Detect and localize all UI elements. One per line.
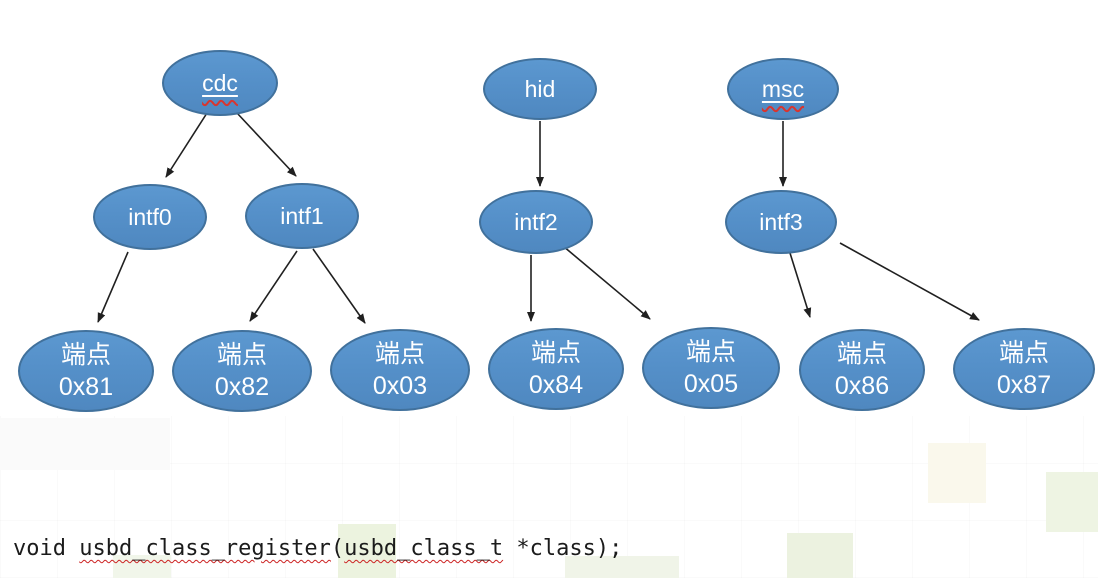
endpoint-node-0x84: 端点 0x84: [488, 328, 624, 410]
background-cell: [0, 418, 170, 470]
edge-intf0-0x81: [97, 251, 129, 323]
edge-intf1-0x82: [249, 250, 298, 322]
edge-cdc-intf1: [236, 112, 297, 177]
endpoint-node-0x03: 端点 0x03: [330, 329, 470, 411]
interface-node-intf1-label: intf1: [280, 202, 324, 229]
code-block: void usbd_class_register(usbd_class_t *c…: [13, 474, 1093, 578]
endpoint-node-0x82: 端点 0x82: [172, 330, 312, 412]
edge-intf3-0x86: [789, 252, 812, 318]
endpoint-label-cn: 端点: [374, 340, 425, 368]
interface-node-intf2-label: intf2: [514, 208, 558, 235]
endpoint-label-cn: 端点: [60, 341, 111, 369]
endpoint-label-cn: 端点: [685, 338, 736, 366]
spellcheck-squiggle: msc: [762, 76, 804, 103]
background-cell: [1046, 472, 1098, 532]
code-args: *class);: [503, 536, 623, 561]
endpoint-label-cn: 端点: [216, 341, 267, 369]
interface-node-intf1: intf1: [245, 183, 359, 249]
code-identifier: usbd_class_register: [79, 536, 331, 561]
background-cell: [565, 556, 679, 578]
edge-intf2-0x05: [562, 245, 651, 320]
class-node-hid-label: hid: [524, 75, 556, 102]
edge-intf1-0x03: [312, 248, 366, 324]
endpoint-label-addr: 0x05: [683, 370, 739, 398]
endpoint-label-cn: 端点: [530, 339, 581, 367]
background-cell: [338, 524, 396, 578]
endpoint-label-addr: 0x03: [372, 372, 428, 400]
code-identifier: usbd_class_t: [344, 536, 504, 561]
endpoint-label-addr: 0x82: [214, 373, 270, 401]
interface-node-intf3-label: intf3: [759, 208, 803, 235]
endpoint-label-addr: 0x81: [58, 373, 114, 401]
spellcheck-squiggle: cdc: [202, 70, 238, 97]
interface-node-intf2: intf2: [479, 190, 593, 254]
background-cell: [787, 533, 853, 578]
background-cell: [113, 555, 171, 578]
background-cell: [928, 443, 986, 503]
class-node-msc-label: msc: [761, 75, 805, 102]
interface-node-intf0: intf0: [93, 184, 207, 250]
code-paren: (: [330, 536, 345, 561]
endpoint-node-0x86: 端点 0x86: [799, 329, 925, 411]
edge-cdc-intf0: [165, 112, 208, 178]
background-texture: [0, 416, 1098, 578]
code-keyword: void: [13, 536, 80, 561]
class-node-cdc: cdc: [162, 50, 278, 116]
code-line-1: void usbd_class_register(usbd_class_t *c…: [13, 534, 1093, 564]
class-node-hid: hid: [483, 58, 597, 120]
endpoint-label-addr: 0x84: [528, 371, 584, 399]
class-node-cdc-label: cdc: [202, 69, 238, 96]
edge-intf3-0x87: [839, 242, 980, 321]
endpoint-label-cn: 端点: [998, 339, 1049, 367]
class-node-msc: msc: [727, 58, 839, 120]
endpoint-label-cn: 端点: [836, 340, 887, 368]
endpoint-node-0x05: 端点 0x05: [642, 327, 780, 409]
endpoint-label-addr: 0x87: [996, 371, 1052, 399]
interface-node-intf0-label: intf0: [128, 203, 172, 230]
endpoint-label-addr: 0x86: [834, 372, 890, 400]
endpoint-node-0x81: 端点 0x81: [18, 330, 154, 412]
endpoint-node-0x87: 端点 0x87: [953, 328, 1095, 410]
interface-node-intf3: intf3: [725, 190, 837, 254]
